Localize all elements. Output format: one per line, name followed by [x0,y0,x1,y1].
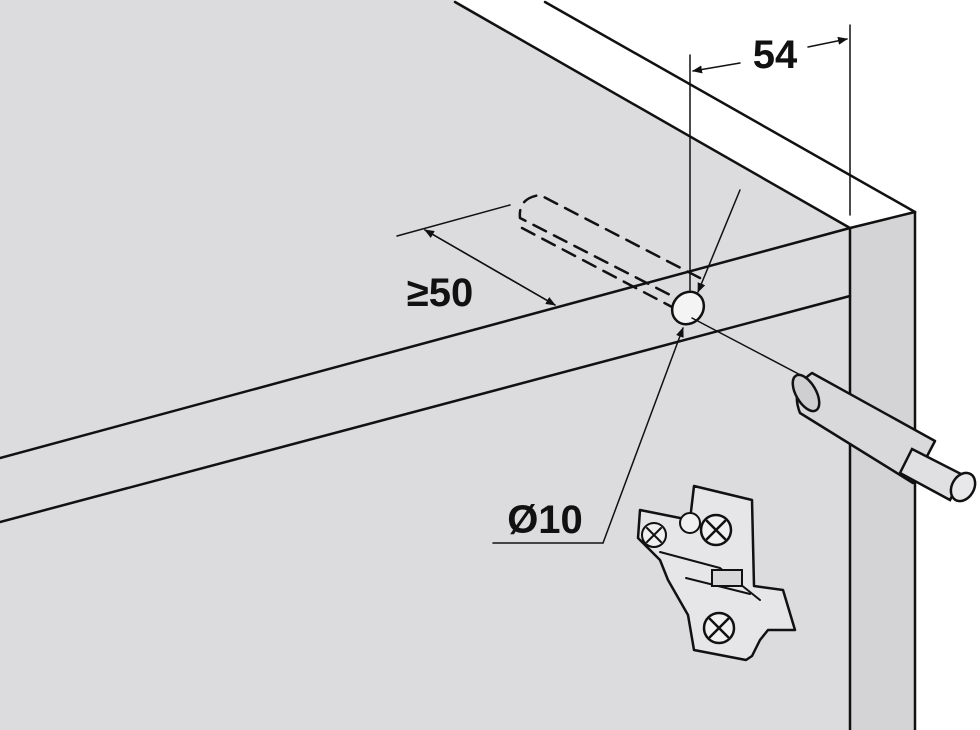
diameter-label: Ø10 [507,498,583,542]
drill-hole [670,290,811,381]
diameter-dimension [492,189,741,544]
depth-label: 54 [753,33,798,77]
dowel-icon [791,371,977,503]
hinge-mounting-plate-icon [636,484,797,662]
drill-hole-hidden-lines [518,193,702,309]
min-distance-dimension [396,204,556,306]
depth-dimension [689,24,851,291]
cabinet-side-panel [0,0,917,730]
min-distance-label: ≥50 [407,271,473,315]
